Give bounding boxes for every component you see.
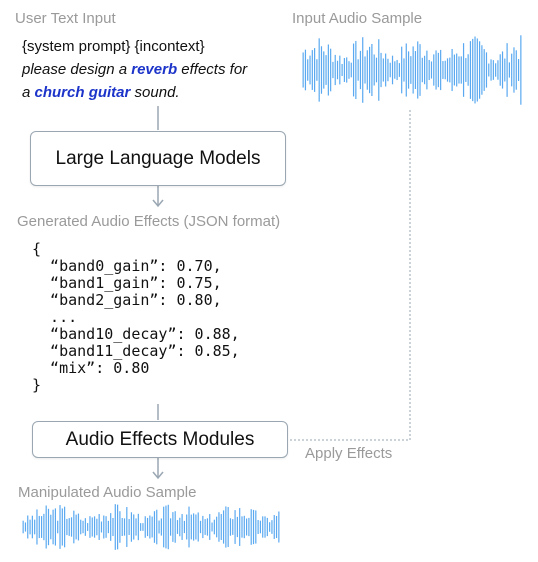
arrowhead-llm <box>152 199 164 208</box>
json-line: “band1_gain”: 0.75, <box>32 274 222 292</box>
apply-effects-label: Apply Effects <box>305 445 393 462</box>
prompt-line-2-pre: please design a <box>22 61 132 78</box>
connector-input-audio-to-afx <box>288 110 411 441</box>
prompt-line-2: please design a reverb effects for <box>22 61 247 78</box>
arrowhead-afx <box>152 471 164 480</box>
prompt-line-3-pre: a <box>22 84 35 101</box>
output-audio-waveform <box>22 504 280 550</box>
audio-effects-modules-label: Audio Effects Modules <box>65 428 255 450</box>
json-line: “band11_decay”: 0.85, <box>32 342 240 360</box>
input-audio-waveform <box>302 35 522 105</box>
json-line: ... <box>32 308 78 326</box>
user-text-input-label: User Text Input <box>15 10 116 27</box>
generated-effects-label: Generated Audio Effects (JSON format) <box>17 213 281 230</box>
json-code-block: { “band0_gain”: 0.70, “band1_gain”: 0.75… <box>32 241 240 394</box>
prompt-line-3: a church guitar sound. <box>22 84 180 101</box>
llm-box: Large Language Models <box>30 131 286 186</box>
keyword-church-guitar: church guitar <box>34 84 131 101</box>
json-line: { <box>32 240 42 258</box>
prompt-line-1: {system prompt} {incontext} <box>22 38 205 55</box>
json-line: “mix”: 0.80 <box>32 359 150 377</box>
prompt-line-2-post: effects for <box>177 61 248 78</box>
llm-box-label: Large Language Models <box>55 147 261 169</box>
audio-effects-modules-box: Audio Effects Modules <box>32 421 288 458</box>
input-audio-label: Input Audio Sample <box>292 10 423 27</box>
json-line: } <box>32 376 42 394</box>
json-line: “band2_gain”: 0.80, <box>32 291 222 309</box>
json-line: “band0_gain”: 0.70, <box>32 257 222 275</box>
prompt-line-3-post: sound. <box>130 84 180 101</box>
json-line: “band10_decay”: 0.88, <box>32 325 240 343</box>
manipulated-audio-label: Manipulated Audio Sample <box>18 484 197 501</box>
keyword-reverb: reverb <box>131 61 178 78</box>
